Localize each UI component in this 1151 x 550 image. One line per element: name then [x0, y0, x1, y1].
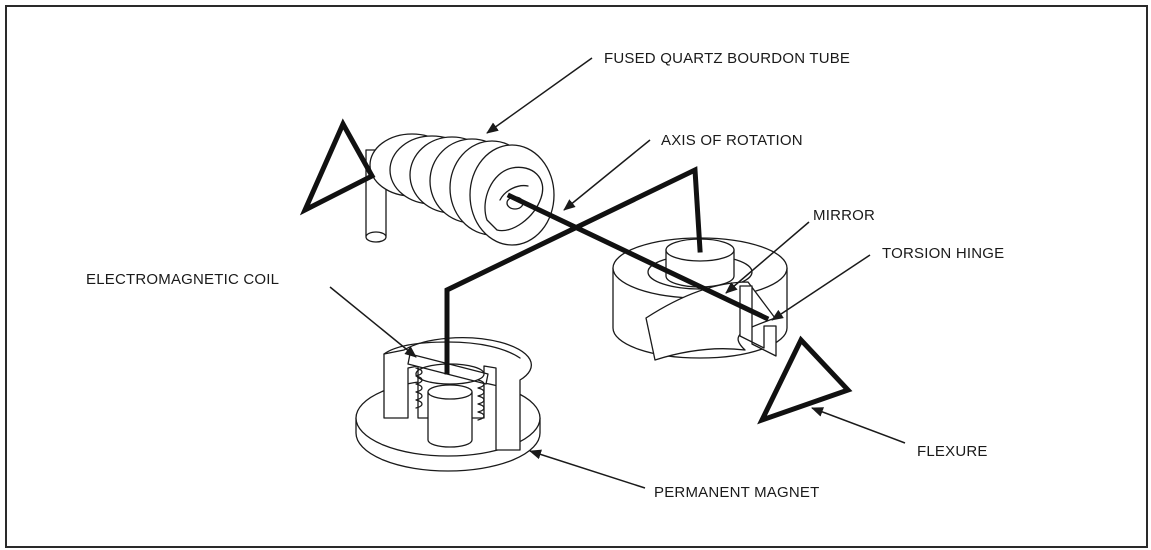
flexure-leader	[811, 407, 906, 444]
label-permanent-magnet: PERMANENT MAGNET	[654, 484, 819, 501]
mirror-leader	[725, 221, 810, 294]
torsion-hinge-leader	[771, 254, 871, 321]
magnet-assembly	[355, 337, 541, 472]
label-bourdon-tube: FUSED QUARTZ BOURDON TUBE	[604, 50, 850, 67]
label-torsion-hinge: TORSION HINGE	[882, 245, 1004, 262]
bourdon-tube	[365, 133, 555, 246]
label-electromagnetic-coil: ELECTROMAGNETIC COIL	[86, 271, 279, 288]
axis-leader	[563, 139, 651, 211]
bourdon-tube-leader	[486, 57, 593, 134]
flexure-triangle	[757, 335, 853, 425]
label-axis-of-rotation: AXIS OF ROTATION	[661, 132, 803, 149]
torsion-hinge-bracket	[739, 285, 777, 357]
mirror-assembly	[612, 237, 788, 361]
coil-leader	[329, 286, 417, 358]
linkage	[444, 166, 770, 375]
label-flexure: FLEXURE	[917, 443, 988, 460]
magnet-leader	[529, 449, 646, 489]
tube-flexure-triangle	[299, 118, 376, 216]
label-mirror: MIRROR	[813, 207, 875, 224]
diagram-frame	[5, 5, 1148, 548]
